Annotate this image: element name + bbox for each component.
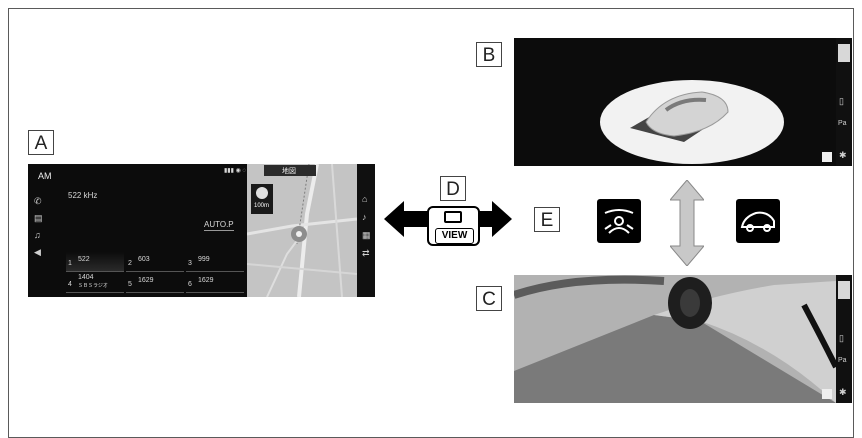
map-panel[interactable]: 100m — [247, 164, 357, 297]
status-icons: ▮▮▮ ◉ ◌ — [224, 168, 247, 174]
side-view-screen: ▯ Pa ✱ — [514, 275, 852, 403]
side-view-thumbnail-icon[interactable] — [838, 281, 850, 299]
side-pause-icon[interactable] — [822, 389, 832, 399]
view-button-label: VIEW — [435, 228, 474, 244]
car-view-icon — [740, 211, 775, 232]
label-c: C — [476, 286, 502, 311]
label-b: B — [476, 42, 502, 67]
label-a: A — [28, 130, 54, 155]
side-gear-icon[interactable]: ✱ — [839, 387, 847, 397]
settings-icon[interactable]: ♫ — [34, 230, 41, 240]
top-view-side-strip: ▯ Pa ✱ — [836, 38, 852, 166]
map-icon[interactable]: ▦ — [362, 230, 371, 240]
view-button[interactable]: VIEW — [427, 206, 480, 246]
camera-icon — [444, 211, 462, 223]
gear-icon[interactable]: ✱ — [839, 150, 847, 160]
preset-1[interactable]: 1 522 — [66, 252, 124, 272]
home-icon[interactable]: ⌂ — [362, 194, 368, 204]
audio-source-label: AM — [38, 171, 52, 181]
label-e: E — [534, 207, 560, 232]
preset-3[interactable]: 3 999 — [186, 252, 244, 272]
right-menu-strip: ⌂ ♪ ▦ ⇄ — [357, 164, 375, 297]
pause-icon[interactable] — [822, 152, 832, 162]
preset-4[interactable]: 4 1404 ＳＢＳラジオ — [66, 273, 124, 293]
driver-view-button[interactable] — [597, 199, 641, 243]
label-d: D — [440, 176, 466, 201]
side-sensor-icon[interactable]: ▯ — [839, 333, 844, 343]
preset-5[interactable]: 5 1629 — [126, 273, 184, 293]
compass-icon — [256, 187, 268, 199]
exterior-view-button[interactable] — [736, 199, 780, 243]
side-parking-assist-icon[interactable]: Pa — [838, 357, 847, 364]
map-title-bar: 地図 — [264, 165, 316, 176]
map-scale: 100m — [254, 203, 270, 209]
volume-icon[interactable]: ◀ — [34, 247, 41, 257]
phone-icon[interactable]: ✆ — [34, 196, 42, 206]
top-view-thumbnail-icon[interactable] — [838, 44, 850, 62]
music-icon[interactable]: ♪ — [362, 212, 367, 222]
parking-assist-icon[interactable]: Pa — [838, 120, 847, 127]
map-roads — [247, 164, 357, 297]
auto-preset-button[interactable]: AUTO.P — [204, 220, 234, 231]
preset-grid: 1 522 2 603 3 999 4 1404 ＳＢＳラジオ 5 1629 6… — [66, 252, 246, 293]
vertical-double-arrow — [670, 180, 704, 266]
side-view-side-strip: ▯ Pa ✱ — [836, 275, 852, 403]
side-view-image — [514, 275, 836, 403]
am-icon[interactable]: ▤ — [34, 213, 43, 223]
preset-2[interactable]: 2 603 — [126, 252, 184, 272]
compass-widget[interactable]: 100m — [251, 184, 273, 214]
top-view-image — [600, 80, 784, 164]
sensor-icon[interactable]: ▯ — [839, 96, 844, 106]
audio-map-screen: AM 522 kHz ✆ ▤ ♫ ◀ AUTO.P 1 522 2 603 3 … — [28, 164, 375, 297]
driver-view-icon — [604, 209, 634, 234]
preset-6[interactable]: 6 1629 — [186, 273, 244, 293]
map-title: 地図 — [282, 168, 296, 175]
top-view-screen: ▯ Pa ✱ — [514, 38, 852, 166]
audio-frequency: 522 kHz — [68, 191, 98, 200]
apps-icon[interactable]: ⇄ — [362, 248, 370, 258]
